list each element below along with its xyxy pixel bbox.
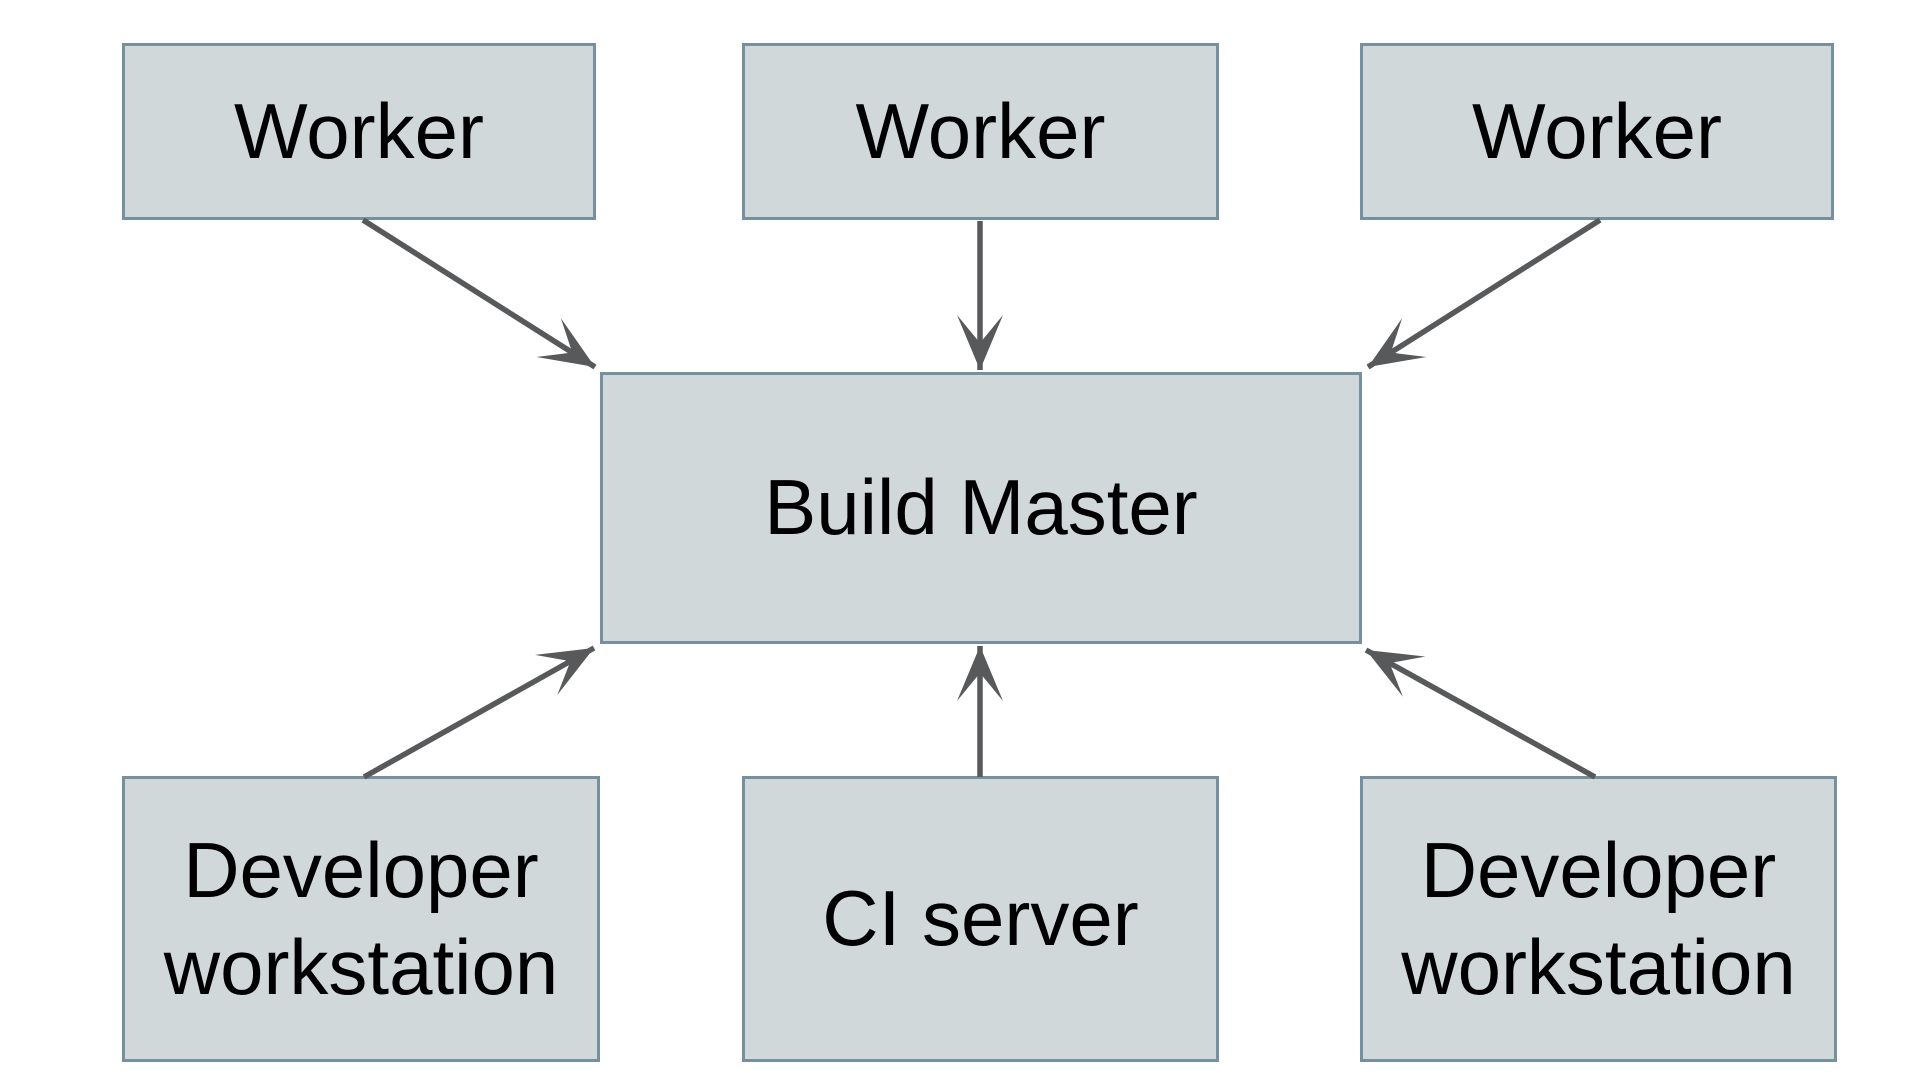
- node-build-master-label: Build Master: [764, 463, 1198, 552]
- node-worker-3: Worker: [1360, 43, 1834, 220]
- node-worker-2: Worker: [742, 43, 1219, 220]
- node-ci-server: CI server: [742, 776, 1219, 1062]
- arrow-worker1-to-buildmaster: [361, 217, 597, 370]
- node-developer-workstation-right: Developer workstation: [1360, 776, 1837, 1062]
- node-build-master: Build Master: [600, 372, 1362, 644]
- node-worker-2-label: Worker: [855, 86, 1106, 175]
- arrow-worker3-to-buildmaster: [1366, 217, 1602, 370]
- node-developer-workstation-left: Developer workstation: [122, 776, 600, 1062]
- node-worker-1: Worker: [122, 43, 596, 220]
- arrow-devworkstation-left-to-buildmaster: [362, 645, 596, 780]
- node-worker-1-label: Worker: [234, 86, 484, 175]
- node-developer-workstation-right-label: Developer workstation: [1401, 825, 1796, 1012]
- node-ci-server-label: CI server: [822, 874, 1139, 963]
- arrow-devworkstation-right-to-buildmaster: [1364, 647, 1597, 780]
- node-developer-workstation-left-label: Developer workstation: [163, 825, 559, 1012]
- node-worker-3-label: Worker: [1472, 86, 1722, 175]
